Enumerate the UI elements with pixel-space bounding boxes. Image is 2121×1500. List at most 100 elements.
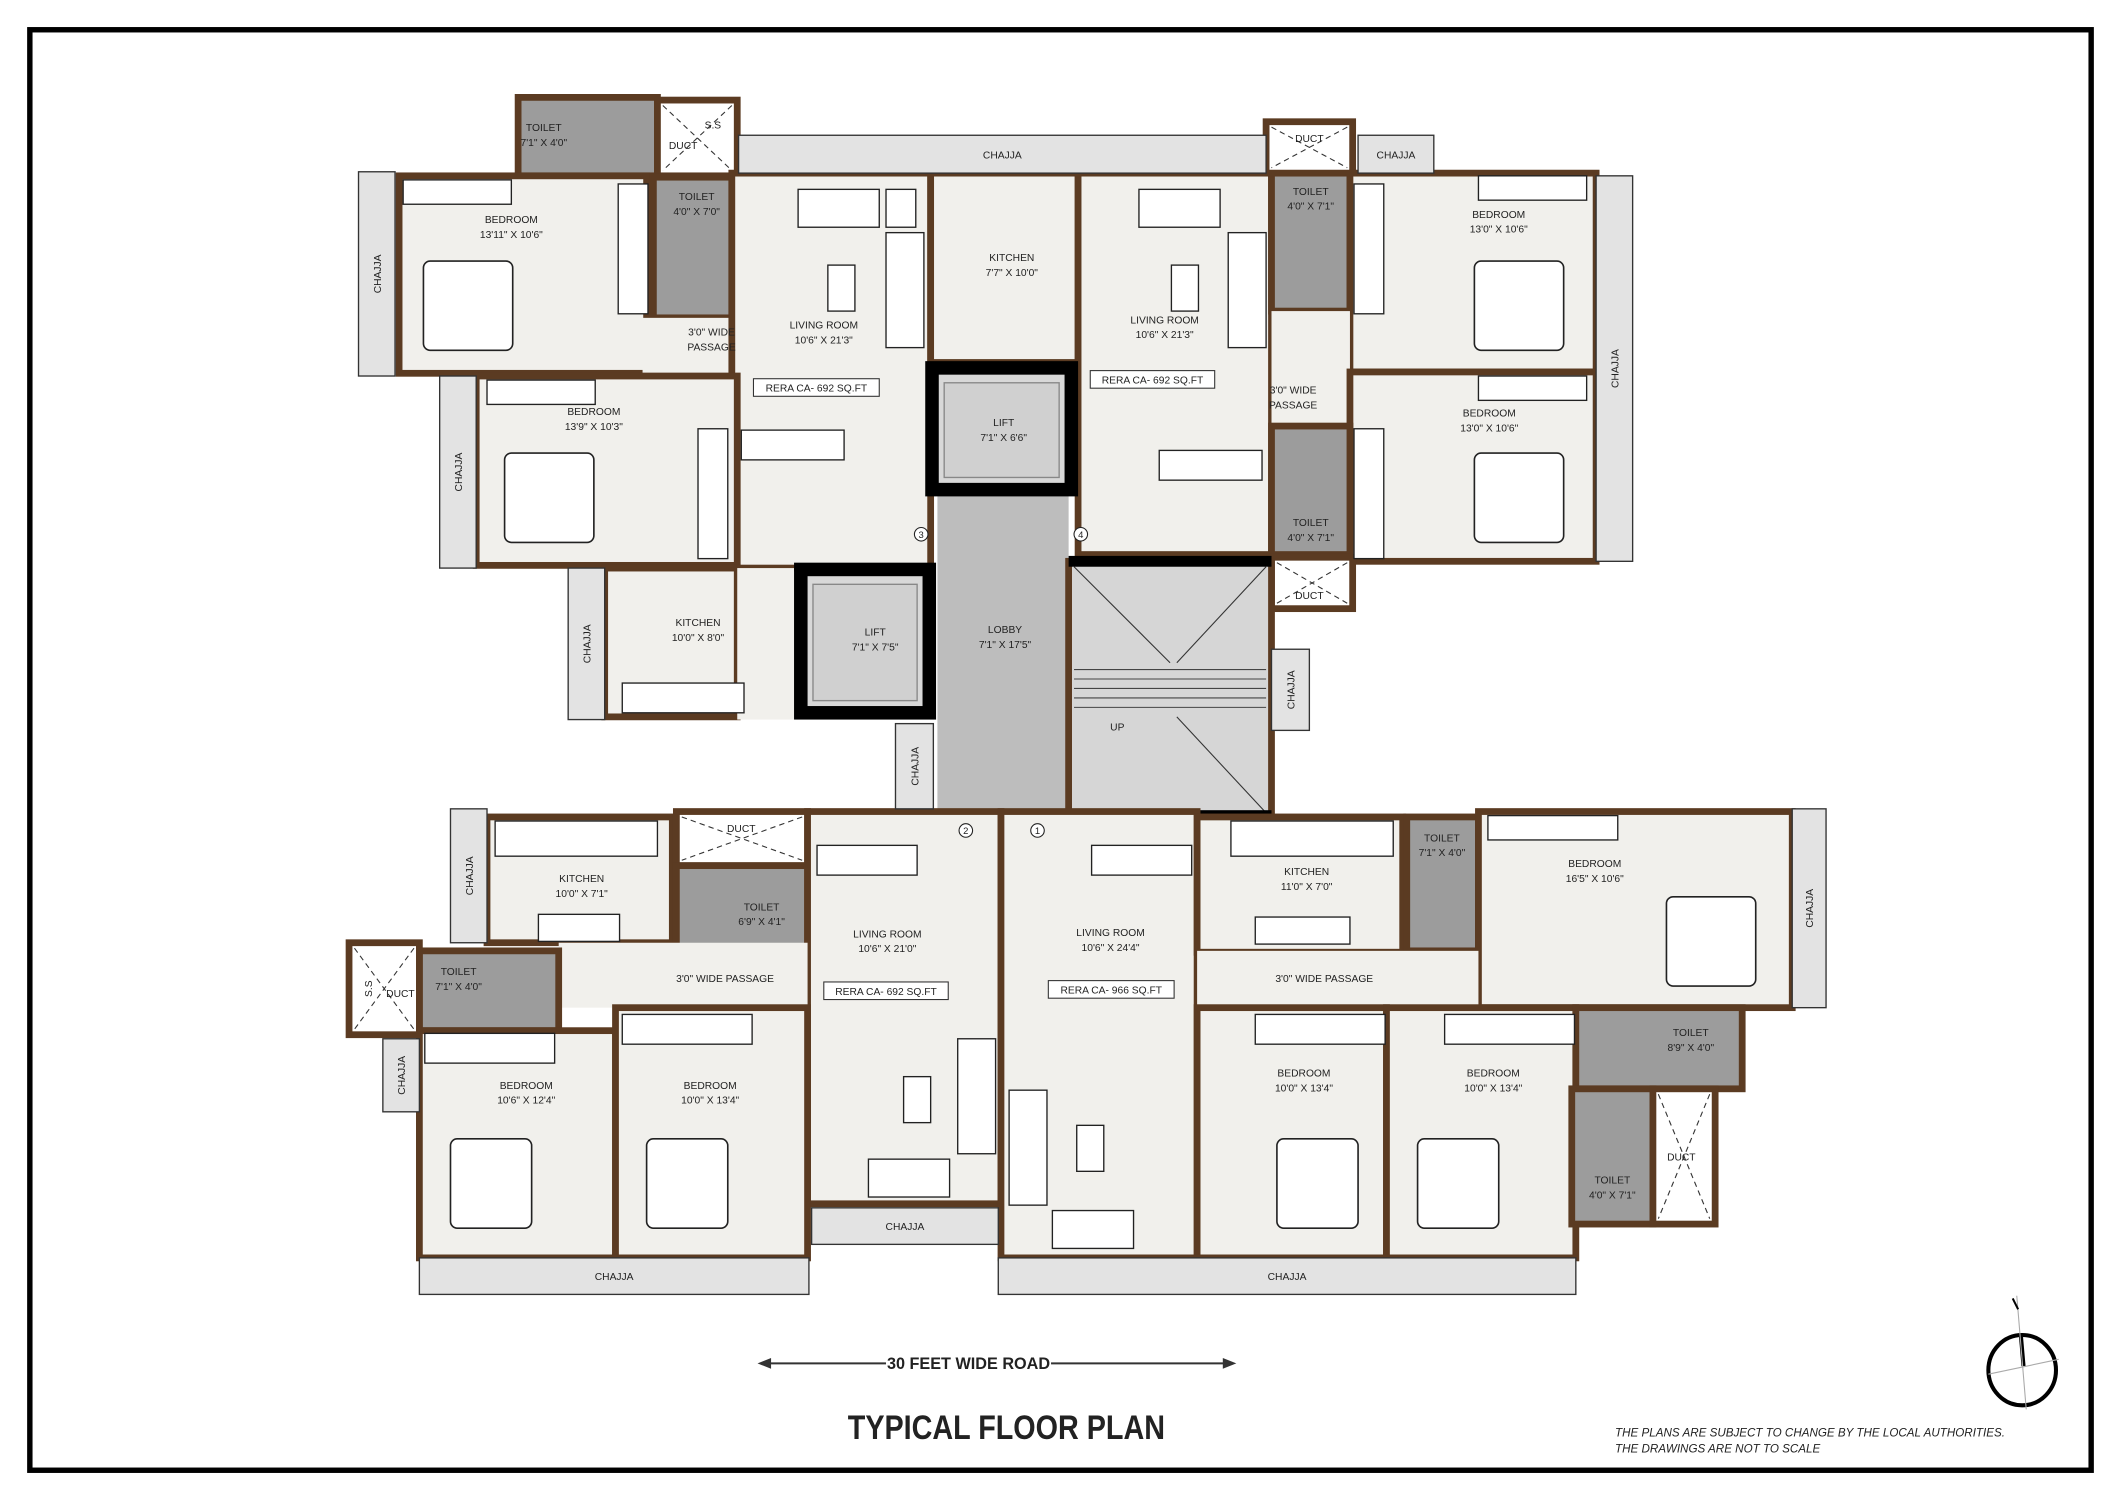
room-name: BEDROOM xyxy=(1467,1069,1520,1080)
bed-icon xyxy=(1416,1138,1500,1229)
duct-cross xyxy=(1271,126,1348,169)
bed-icon xyxy=(645,1138,729,1229)
chajja-label: CHAJJA xyxy=(1268,1272,1307,1283)
rera-tag-text: RERA CA- 692 SQ.FT xyxy=(1102,375,1204,386)
chajja-projection xyxy=(1270,648,1311,732)
rera-tag-box xyxy=(1047,980,1175,999)
north-arrow-icon xyxy=(1986,1295,2059,1410)
room-name: KITCHEN xyxy=(675,618,720,629)
duct-shaft xyxy=(672,808,811,870)
room-name: TOILET xyxy=(1293,187,1329,198)
room-name: TOILET xyxy=(1293,518,1329,529)
passage-label: 3'0" WIDE PASSAGE xyxy=(676,974,774,985)
chajja-projection xyxy=(894,722,935,810)
lobby-floor xyxy=(937,493,1069,812)
chajja-projection xyxy=(810,1207,999,1246)
toilet-floor xyxy=(1268,422,1354,558)
room-name: LIFT xyxy=(993,418,1015,429)
door-number: 1 xyxy=(1035,826,1040,837)
stair-top-wall xyxy=(1068,555,1272,567)
living-room-floor xyxy=(1074,169,1275,558)
furniture-piece xyxy=(537,913,621,943)
duct-cross xyxy=(1657,1094,1711,1219)
toilet-floor xyxy=(1572,1004,1746,1093)
chajja-projection xyxy=(418,1257,810,1296)
door-number-circle xyxy=(958,823,974,838)
duct-shaft xyxy=(1649,1085,1719,1228)
room-dimensions: 7'7" X 10'0" xyxy=(986,268,1039,279)
furniture-piece xyxy=(1254,916,1351,945)
passage-floor xyxy=(737,568,795,720)
passage-floor xyxy=(1197,950,1479,1008)
passage-label: 3'0" WIDE PASSAGE xyxy=(1275,974,1373,985)
arrow-left-icon xyxy=(757,1357,772,1369)
rera-tag-box xyxy=(823,981,949,1001)
duct-shaft xyxy=(345,939,423,1039)
room-label: BEDROOM 13'9" X 10'3" xyxy=(565,407,623,433)
chajja-label: CHAJJA xyxy=(465,856,476,895)
stair-diagonal xyxy=(1176,566,1267,664)
rera-tag-box xyxy=(1089,370,1216,389)
toilet-floor xyxy=(672,862,811,955)
room-name: BEDROOM xyxy=(1472,210,1525,221)
furniture-piece xyxy=(1090,844,1193,876)
furniture-piece xyxy=(486,379,596,406)
furniture-piece xyxy=(827,264,856,312)
lift-car xyxy=(812,583,918,702)
rera-tag-text: RERA CA- 966 SQ.FT xyxy=(1060,985,1162,996)
chajja-label: CHAJJA xyxy=(1805,889,1816,928)
furniture-piece xyxy=(885,231,925,349)
room-dimensions: 13'9" X 10'3" xyxy=(565,422,623,433)
room-dimensions: 7'1" X 4'0" xyxy=(521,138,568,149)
room-name: BEDROOM xyxy=(567,407,620,418)
furniture-layer xyxy=(402,175,1757,1250)
duct-label: DUCT xyxy=(1667,1153,1696,1164)
room-name: LIVING ROOM xyxy=(790,321,858,332)
disclaimer-line-1: THE PLANS ARE SUBJECT TO CHANGE BY THE L… xyxy=(1615,1426,2005,1439)
furniture-piece xyxy=(1138,188,1221,228)
chajja-label: CHAJJA xyxy=(1286,670,1297,709)
room-dimensions: 13'11" X 10'6" xyxy=(480,230,543,241)
furniture-piece xyxy=(1230,820,1394,857)
room-dimensions: 7'1" X 6'6" xyxy=(980,433,1027,444)
chajja-label: CHAJJA xyxy=(397,1056,408,1095)
duct-label: DUCT xyxy=(669,141,698,152)
door-number: 4 xyxy=(1078,530,1083,541)
chajja-projection xyxy=(438,375,477,569)
duct-label: DUCT xyxy=(727,824,756,835)
chajja-label: CHAJJA xyxy=(983,150,1022,161)
room-dimensions: 8'9" X 4'0" xyxy=(1667,1043,1714,1054)
room-name: BEDROOM xyxy=(684,1081,737,1092)
room-dimensions: 10'6" X 21'0" xyxy=(858,944,916,955)
duct-cross xyxy=(662,105,733,171)
room-dimensions: 7'1" X 4'0" xyxy=(435,982,482,993)
disclaimer-line-2: THE DRAWINGS ARE NOT TO SCALE xyxy=(1615,1443,1820,1456)
furniture-piece xyxy=(1477,375,1588,402)
rera-carpet-area-tag: RERA CA- 692 SQ.FT xyxy=(752,378,880,397)
furniture-piece xyxy=(621,682,745,714)
label-layer: CHAJJACHAJJACHAJJACHAJJACHAJJACHAJJACHAJ… xyxy=(364,120,1816,1283)
furniture-piece xyxy=(902,1075,932,1124)
chajja-projection xyxy=(1791,808,1827,1009)
rera-carpet-area-tag: RERA CA- 692 SQ.FT xyxy=(823,981,949,1001)
room-dimensions: 10'0" X 7'1" xyxy=(556,889,609,900)
furniture-piece xyxy=(1477,175,1588,201)
furniture-piece xyxy=(621,1013,753,1045)
room-name: LOBBY xyxy=(988,625,1022,636)
room-name: KITCHEN xyxy=(1284,867,1329,878)
furniture-piece xyxy=(885,188,917,228)
duct-cross xyxy=(681,816,803,861)
floor-layer xyxy=(345,94,1827,1296)
